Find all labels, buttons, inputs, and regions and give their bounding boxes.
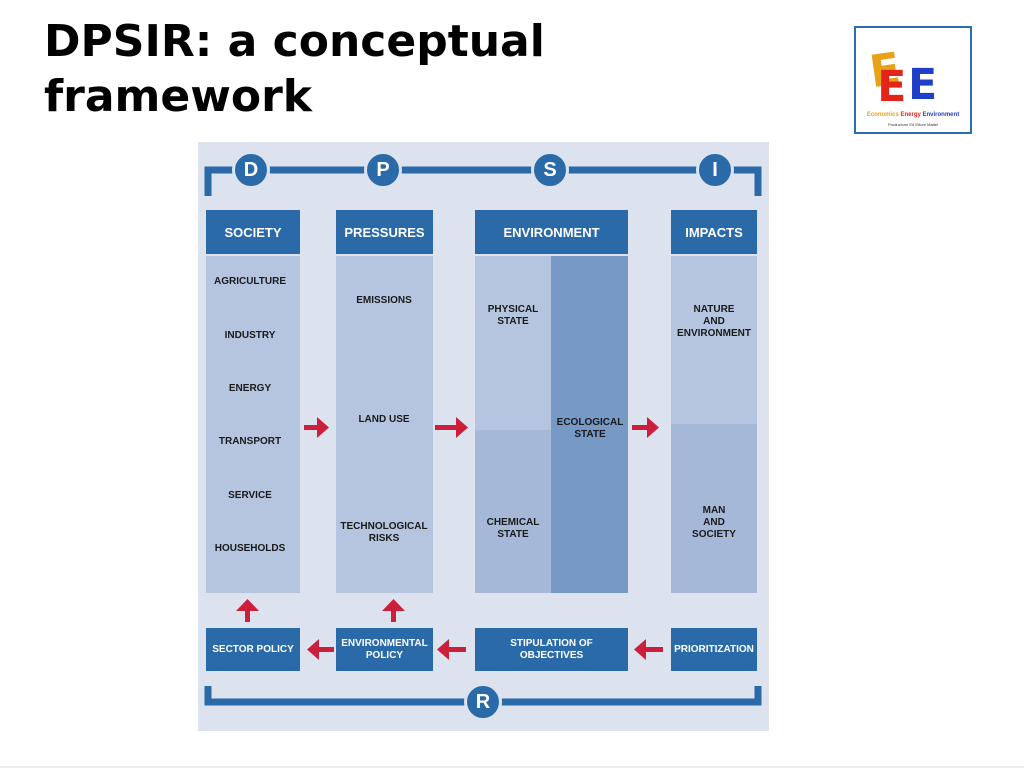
nature-impact-cell	[671, 256, 757, 424]
response-environmental-policy: ENVIRONMENTAL POLICY	[336, 628, 433, 671]
slide-title: DPSIR: a conceptual framework	[44, 14, 684, 124]
svg-text:E: E	[877, 63, 906, 110]
society-item-agriculture: AGRICULTURE	[213, 276, 287, 287]
letter-r: R	[464, 683, 502, 721]
top-bracket-line	[204, 166, 762, 196]
arrow-pressures-to-environment	[435, 417, 468, 438]
man-impact-cell	[671, 424, 757, 593]
arrow-sector-policy-up	[236, 599, 259, 622]
slide-title-line-2: framework	[44, 71, 313, 122]
society-column	[206, 256, 300, 593]
arrow-environment-to-impacts	[632, 417, 659, 438]
eee-logo-letters-icon: E E E	[867, 44, 938, 110]
header-pressures: PRESSURES	[336, 210, 433, 254]
letter-i: I	[696, 151, 734, 189]
letter-s: S	[531, 151, 569, 189]
pressure-item-emissions: EMISSIONS	[356, 295, 412, 306]
logo-subcaption: Produzione Ed Ettore Mattei	[887, 122, 939, 127]
svg-text:E: E	[908, 61, 937, 110]
society-item-industry: INDUSTRY	[224, 330, 276, 341]
slide-title-line-1: DPSIR: a conceptual	[44, 16, 545, 67]
response-prioritization: PRIORITIZATION	[671, 628, 757, 671]
slide-bottom-divider	[0, 766, 1024, 768]
physical-state-cell	[475, 256, 551, 430]
response-stipulation-of-objectives: STIPULATION OF OBJECTIVES	[475, 628, 628, 671]
response-sector-policy: SECTOR POLICY	[206, 628, 300, 671]
chemical-state-label: CHEMICAL STATE	[486, 517, 540, 540]
impact-nature-label: NATURE AND ENVIRONMENT	[677, 304, 751, 339]
dpsir-diagram: D P S I R SOCIETY PRESSURES ENVIRONMENT …	[198, 142, 769, 731]
arrow-environmental-policy-up	[382, 599, 405, 622]
ecological-state-label: ECOLOGICAL STATE	[556, 417, 624, 440]
header-society: SOCIETY	[206, 210, 300, 254]
header-environment: ENVIRONMENT	[475, 210, 628, 254]
arrow-stipulation-to-env-policy	[437, 639, 466, 660]
pressure-item-land-use: LAND USE	[358, 414, 410, 425]
ecological-state-cell	[551, 256, 628, 593]
header-impacts: IMPACTS	[671, 210, 757, 254]
arrow-society-to-pressures	[304, 417, 329, 438]
society-item-service: SERVICE	[228, 490, 272, 501]
pressure-item-technological-risks: TECHNOLOGICAL RISKS	[340, 521, 428, 544]
impact-man-label: MAN AND SOCIETY	[692, 505, 736, 540]
pressures-column	[336, 256, 433, 593]
arrow-prioritization-to-stipulation	[634, 639, 663, 660]
letter-p: P	[364, 151, 402, 189]
physical-state-label: PHYSICAL STATE	[487, 304, 539, 327]
chemical-state-cell	[475, 430, 551, 593]
svg-text:E: E	[867, 44, 904, 99]
society-item-households: HOUSEHOLDS	[214, 543, 286, 554]
society-item-transport: TRANSPORT	[218, 436, 282, 447]
society-item-energy: ENERGY	[228, 383, 272, 394]
letter-d: D	[232, 151, 270, 189]
arrow-env-policy-to-sector-policy	[307, 639, 334, 660]
eee-logo: E E E Economics Energy Environment Produ…	[854, 26, 972, 134]
logo-caption: Economics Energy Environment	[866, 112, 960, 118]
